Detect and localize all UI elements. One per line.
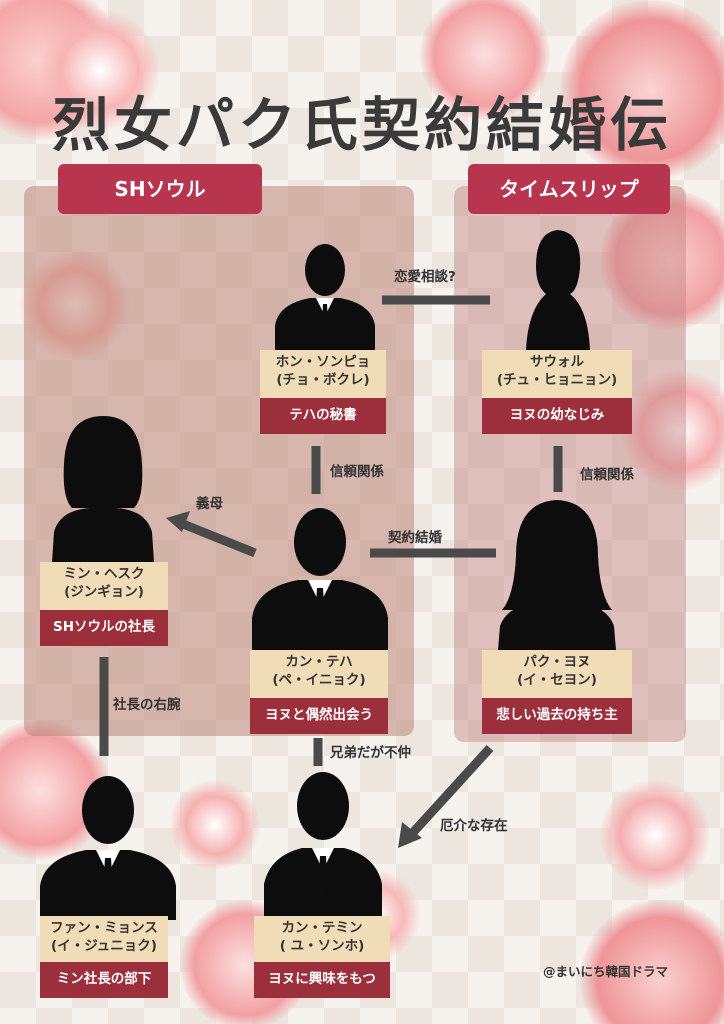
name-min-line2: (ジンギョン) bbox=[64, 584, 144, 600]
credit-text: @まいにち韓国ドラマ bbox=[543, 964, 669, 979]
silhouette-temin bbox=[264, 772, 382, 916]
relation-right-hand: 社長の右腕 bbox=[113, 697, 181, 713]
role-park: 悲しい過去の持ち主 bbox=[482, 698, 632, 734]
page-title: 烈女パク氏契約結婚伝 bbox=[51, 91, 672, 159]
silhouette-fan bbox=[40, 776, 176, 920]
role-hong: テハの秘書 bbox=[260, 398, 386, 434]
plum-blossom-decoration bbox=[40, 10, 160, 130]
name-temin: カン・テミン ( ユ・ソンホ) bbox=[254, 916, 390, 964]
name-temin-line2: ( ユ・ソンホ) bbox=[279, 938, 365, 954]
name-park-line2: (イ・セヨン) bbox=[517, 672, 597, 688]
silhouette-park bbox=[498, 500, 616, 650]
role-min: SHソウルの社長 bbox=[40, 610, 168, 646]
name-fan: ファン・ミョンス (イ・ジュニョク) bbox=[40, 916, 168, 964]
plum-blossom-decoration bbox=[600, 780, 710, 890]
name-kang: カン・テハ (ペ・イニョク) bbox=[250, 650, 388, 698]
relation-contract: 契約結婚 bbox=[388, 530, 442, 546]
name-sawol-line1: サウォル bbox=[530, 354, 584, 370]
relation-trouble: 厄介な存在 bbox=[440, 818, 508, 834]
name-fan-line2: (イ・ジュニョク) bbox=[51, 938, 157, 954]
silhouette-sawol bbox=[526, 230, 590, 350]
relation-trust1: 信頼関係 bbox=[330, 464, 384, 480]
plum-blossom-decoration bbox=[620, 370, 724, 490]
relation-love-consult: 恋愛相談? bbox=[394, 269, 456, 285]
relation-trust2: 信頼関係 bbox=[580, 467, 634, 483]
plum-blossom-decoration bbox=[420, 0, 550, 120]
line-trouble bbox=[404, 744, 494, 842]
zone-label-timeslip: タイムスリップ bbox=[468, 164, 670, 214]
plum-blossom-decoration bbox=[170, 780, 260, 870]
name-hong-line1: ホン・ソンピョ bbox=[275, 354, 371, 370]
plum-blossom-decoration bbox=[560, 0, 724, 180]
arrowhead-stepmother bbox=[166, 511, 190, 532]
name-hong-line2: (チョ・ボクレ) bbox=[276, 372, 370, 388]
name-min-line1: ミン・ヘスク bbox=[63, 566, 145, 582]
line-stepmother bbox=[176, 517, 257, 558]
name-park-line1: パク・ヨヌ bbox=[523, 654, 591, 670]
name-hong: ホン・ソンピョ (チョ・ボクレ) bbox=[260, 350, 386, 398]
relation-brothers: 兄弟だが不仲 bbox=[330, 745, 411, 761]
name-min: ミン・ヘスク (ジンギョン) bbox=[40, 562, 168, 610]
role-kang: ヨヌと偶然出会う bbox=[250, 698, 388, 734]
silhouette-kang bbox=[252, 508, 388, 650]
name-temin-line1: カン・テミン bbox=[281, 920, 363, 936]
name-kang-line2: (ペ・イニョク) bbox=[272, 672, 366, 688]
silhouette-hong bbox=[275, 244, 375, 350]
silhouette-min bbox=[52, 416, 154, 562]
zone-label-shseoul: SHソウル bbox=[58, 164, 262, 214]
name-sawol: サウォル (チュ・ヒョニョン) bbox=[482, 350, 632, 398]
role-sawol: ヨヌの幼なじみ bbox=[482, 398, 632, 434]
role-temin: ヨヌに興味をもつ bbox=[254, 962, 390, 998]
relation-stepmother: 義母 bbox=[196, 496, 223, 512]
name-kang-line1: カン・テハ bbox=[285, 654, 353, 670]
name-park: パク・ヨヌ (イ・セヨン) bbox=[482, 650, 632, 698]
name-sawol-line2: (チュ・ヒョニョン) bbox=[496, 372, 618, 388]
role-fan: ミン社長の部下 bbox=[40, 962, 168, 998]
arrowhead-trouble bbox=[398, 822, 422, 848]
name-fan-line1: ファン・ミョンス bbox=[50, 920, 158, 936]
